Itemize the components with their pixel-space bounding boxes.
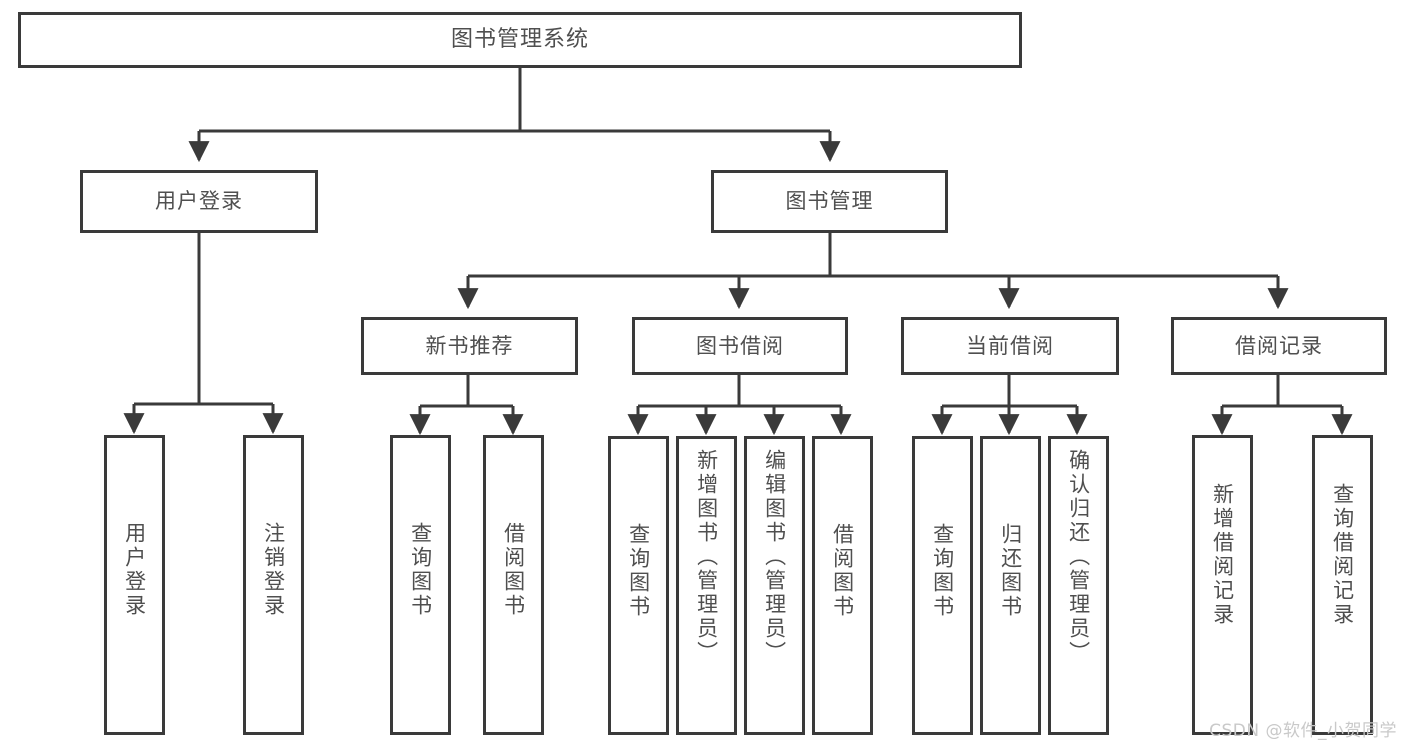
leaf-borrow-record-add[interactable]: 新增借阅记录: [1192, 435, 1253, 735]
leaf-label: 查询图书: [930, 523, 955, 619]
leaf-label: 归还图书: [998, 523, 1023, 619]
node-new-book-recommend-label: 新书推荐: [425, 333, 514, 358]
leaf-book-borrow-add[interactable]: 新增图书（管理员）: [676, 436, 737, 735]
leaf-current-borrow-confirm[interactable]: 确认归还（管理员）: [1048, 436, 1109, 735]
node-new-book-recommend[interactable]: 新书推荐: [361, 317, 578, 375]
node-user-login-label: 用户登录: [155, 189, 243, 214]
leaf-label: 借阅图书: [501, 522, 526, 618]
node-current-borrow[interactable]: 当前借阅: [901, 317, 1119, 375]
leaf-label: 注销登录: [261, 522, 286, 618]
leaf-label: 借阅图书: [830, 523, 855, 619]
leaf-label: 确认归还（管理员）: [1066, 449, 1091, 665]
node-book-management[interactable]: 图书管理: [711, 170, 948, 233]
leaf-new-book-borrow[interactable]: 借阅图书: [483, 435, 544, 735]
leaf-label: 用户登录: [122, 522, 147, 618]
leaf-current-borrow-return[interactable]: 归还图书: [980, 436, 1041, 735]
leaf-book-borrow-query[interactable]: 查询图书: [608, 436, 669, 735]
node-borrow-record-label: 借阅记录: [1235, 333, 1323, 358]
leaf-book-borrow-lend[interactable]: 借阅图书: [812, 436, 873, 735]
node-book-management-label: 图书管理: [785, 189, 874, 214]
node-root-label: 图书管理系统: [450, 27, 589, 53]
leaf-book-borrow-edit[interactable]: 编辑图书（管理员）: [744, 436, 805, 735]
node-root[interactable]: 图书管理系统: [18, 12, 1022, 68]
watermark-text: CSDN @软件_小贺同学: [1209, 721, 1397, 741]
leaf-label: 新增借阅记录: [1210, 483, 1235, 627]
leaf-label: 查询图书: [408, 522, 433, 618]
node-borrow-record[interactable]: 借阅记录: [1171, 317, 1387, 375]
leaf-user-login-signout[interactable]: 注销登录: [243, 435, 304, 735]
leaf-user-login-signin[interactable]: 用户登录: [104, 435, 165, 735]
leaf-new-book-query[interactable]: 查询图书: [390, 435, 451, 735]
leaf-label: 新增图书（管理员）: [694, 449, 719, 665]
node-current-borrow-label: 当前借阅: [966, 333, 1054, 358]
leaf-current-borrow-query[interactable]: 查询图书: [912, 436, 973, 735]
leaf-label: 编辑图书（管理员）: [762, 449, 787, 665]
leaf-label: 查询图书: [626, 523, 651, 619]
node-book-borrow-label: 图书借阅: [696, 333, 784, 358]
leaf-label: 查询借阅记录: [1330, 483, 1355, 627]
leaf-borrow-record-query[interactable]: 查询借阅记录: [1312, 435, 1373, 735]
node-book-borrow[interactable]: 图书借阅: [632, 317, 848, 375]
node-user-login[interactable]: 用户登录: [80, 170, 318, 233]
